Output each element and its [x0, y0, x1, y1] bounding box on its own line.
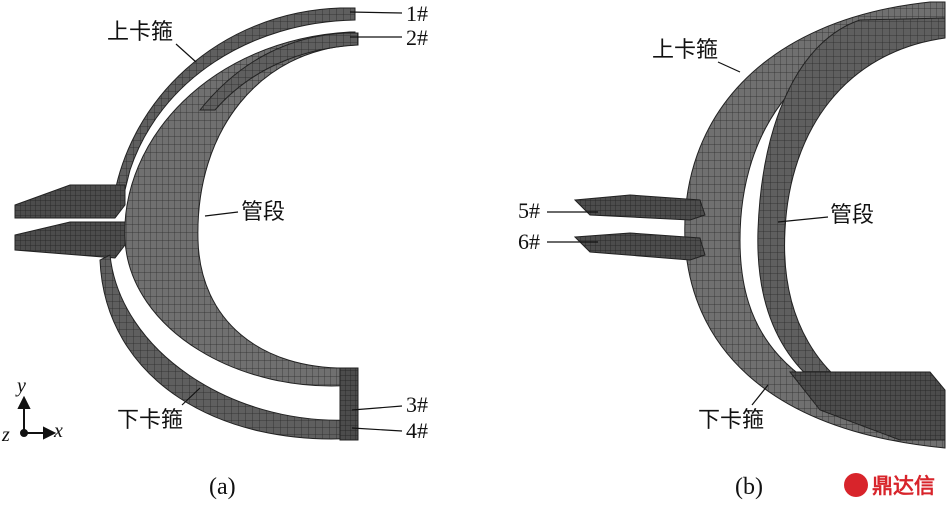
watermark-text: 鼎达信 [872, 474, 935, 498]
axis-label-z: z [2, 424, 10, 446]
label-3: 3# [406, 392, 428, 417]
label-6: 6# [518, 229, 540, 254]
label-upper-clamp-b: 上卡箍 [652, 38, 719, 63]
label-lower-clamp-a: 下卡箍 [117, 408, 184, 433]
ear-plate-upper-b [573, 194, 706, 221]
label-1: 1# [406, 1, 428, 26]
pipe-b-outer [684, 1, 946, 449]
watermark: 鼎达信 [844, 470, 935, 500]
ear-plate-upper-a [14, 184, 126, 219]
label-upper-clamp-a: 上卡箍 [107, 20, 174, 45]
leader-lines-a [175, 11, 403, 432]
upper-clamp-2-mesh [198, 32, 359, 111]
ear-plate-lower-a [14, 221, 126, 259]
lower-clamp-b [788, 371, 946, 441]
label-5: 5# [518, 198, 540, 223]
panel-b-model [573, 1, 946, 449]
label-pipe-b: 管段 [830, 203, 875, 228]
caption-a: (a) [209, 474, 236, 500]
caption-b: (b) [735, 474, 763, 500]
lower-clamp-end [339, 367, 359, 441]
label-4: 4# [406, 418, 428, 443]
panel-a-model [14, 7, 359, 441]
label-pipe-a: 管段 [241, 200, 286, 225]
axis-triad [17, 395, 57, 440]
label-lower-clamp-b: 下卡箍 [698, 408, 765, 433]
leader-lines-b [547, 61, 829, 406]
axis-label-x: x [54, 420, 63, 442]
label-2: 2# [406, 25, 428, 50]
axis-label-y: y [17, 375, 26, 397]
watermark-logo-icon [844, 473, 868, 497]
ear-plate-lower-b [573, 232, 706, 261]
